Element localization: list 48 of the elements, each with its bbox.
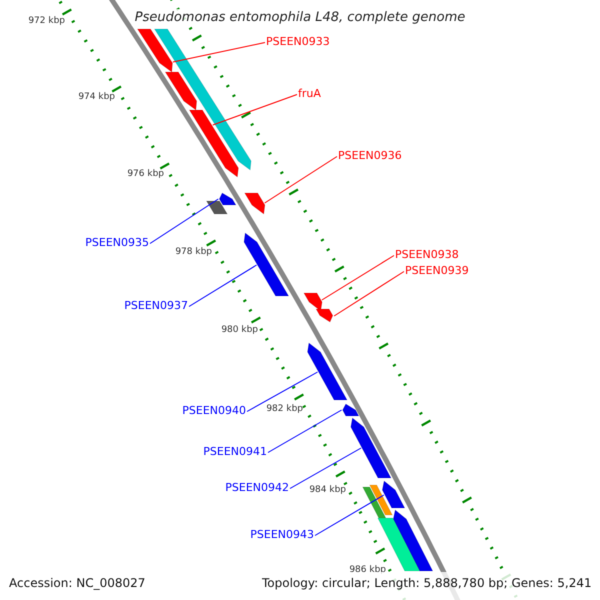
- gene-segment: [350, 417, 392, 478]
- gene-label: PSEEN0937: [124, 300, 188, 311]
- gene-segment: [244, 192, 266, 215]
- gene-segment: [154, 28, 252, 171]
- gene-label: PSEEN0939: [405, 265, 469, 276]
- gene-segment: [362, 486, 388, 520]
- leader-line: [321, 255, 394, 300]
- gene-segment: [307, 342, 348, 400]
- gene-segment: [218, 192, 236, 206]
- gene-label: PSEEN0940: [182, 405, 246, 416]
- gene-label: PSEEN0938: [395, 249, 459, 260]
- footer-text: Accession: NC_008027: [9, 577, 146, 589]
- gene-segment: [382, 480, 406, 508]
- leader-line: [264, 156, 338, 204]
- scale-label: 974 kbp: [78, 93, 115, 102]
- leader-line: [334, 271, 404, 316]
- scale-label: 972 kbp: [28, 17, 65, 26]
- gene-segment: [369, 484, 393, 516]
- gene-label: fruA: [298, 88, 321, 99]
- scale-label: 984 kbp: [309, 486, 346, 495]
- scale-label: 980 kbp: [221, 326, 258, 335]
- scale-label: 986 kbp: [349, 566, 386, 575]
- leader-line: [314, 494, 384, 536]
- leader-line: [246, 372, 318, 412]
- gene-segment: [244, 232, 290, 296]
- scale-label: 976 kbp: [127, 170, 164, 179]
- scale-label: 982 kbp: [266, 405, 303, 414]
- leader-line: [268, 410, 342, 453]
- gene-segment: [342, 404, 360, 416]
- gene-label: PSEEN0941: [203, 446, 267, 457]
- leader-line: [172, 42, 266, 62]
- gene-label: PSEEN0936: [338, 150, 402, 161]
- gene-label: PSEEN0933: [266, 36, 330, 47]
- leader-line: [188, 264, 258, 307]
- leader-line: [212, 94, 298, 126]
- footer-text: Topology: circular; Length: 5,888,780 bp; Genes: 5,241: [262, 577, 592, 589]
- gene-segment: [164, 72, 197, 111]
- gene-segment: [316, 308, 334, 322]
- leader-line: [150, 198, 219, 244]
- gene-segment: [188, 110, 239, 178]
- leader-line: [290, 448, 362, 489]
- gene-label: PSEEN0935: [85, 237, 149, 248]
- gene-segment: [392, 509, 434, 572]
- gene-label: PSEEN0942: [225, 482, 289, 493]
- scale-label: 978 kbp: [175, 248, 212, 257]
- gene-label: PSEEN0943: [250, 529, 314, 540]
- gene-segment: [136, 28, 173, 73]
- gene-segment: [206, 200, 228, 214]
